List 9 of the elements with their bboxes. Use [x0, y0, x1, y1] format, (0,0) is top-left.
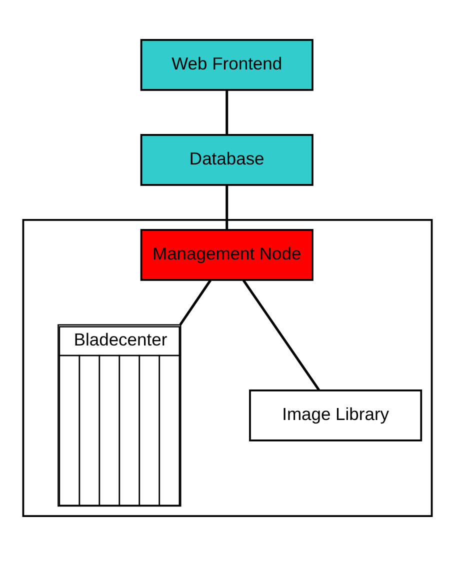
node-box: Web Frontend: [140, 39, 314, 91]
node-box: Image Library: [249, 390, 422, 442]
connector: [226, 185, 228, 230]
connector: [179, 279, 212, 326]
node-box: Database: [140, 134, 314, 186]
connector: [226, 90, 228, 135]
node-box: Management Node: [140, 228, 314, 281]
connector: [242, 279, 320, 391]
cluster: [22, 218, 433, 517]
